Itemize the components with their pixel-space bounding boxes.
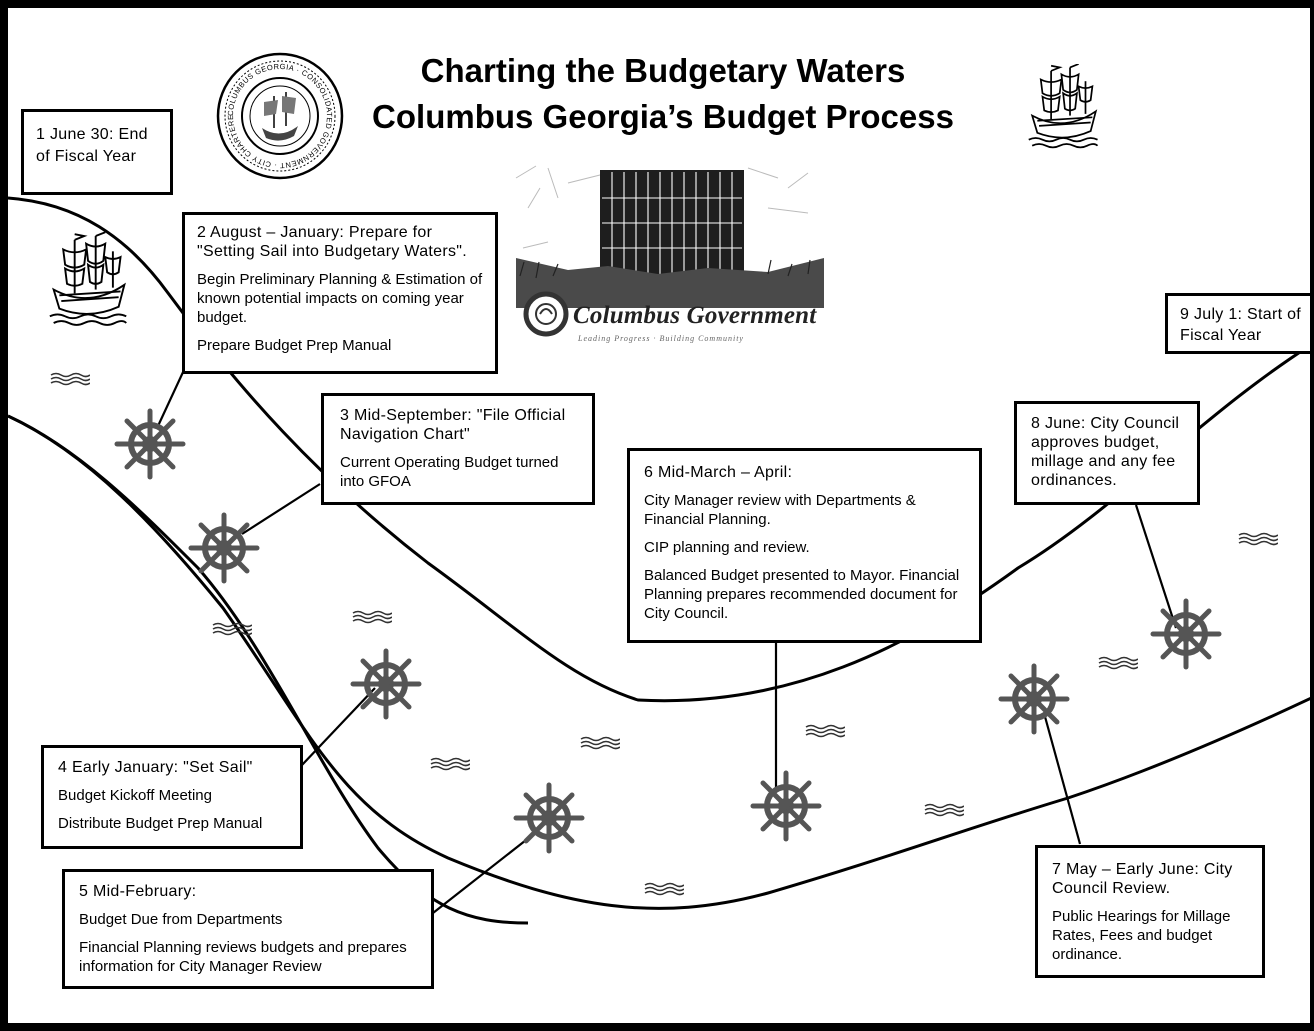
step-1-box: 1 June 30: End of Fiscal Year bbox=[21, 109, 173, 195]
sailing-ship-icon bbox=[1029, 64, 1098, 147]
ship-wheel-icon bbox=[516, 785, 582, 851]
step-6-box: 6 Mid-March – April: City Manager review… bbox=[627, 448, 982, 643]
wave-icon bbox=[51, 374, 90, 385]
government-logo-text: Columbus Government bbox=[573, 302, 816, 330]
connector-1 bbox=[158, 370, 184, 426]
step-5-detail-2: Financial Planning reviews budgets and p… bbox=[79, 938, 417, 976]
step-9-box: 9 July 1: Start of Fiscal Year bbox=[1165, 293, 1314, 354]
wave-icon bbox=[581, 738, 620, 749]
step-2-box: 2 August – January: Prepare for "Setting… bbox=[182, 212, 498, 374]
step-4-heading: 4 Early January: "Set Sail" bbox=[58, 758, 286, 777]
step-2-detail-2: Prepare Budget Prep Manual bbox=[197, 336, 483, 355]
step-5-heading: 5 Mid-February: bbox=[79, 882, 417, 901]
step-3-box: 3 Mid-September: "File Official Navigati… bbox=[321, 393, 595, 505]
wave-icon bbox=[431, 759, 470, 770]
title-line-2: Columbus Georgia’s Budget Process bbox=[353, 98, 973, 136]
wave-icon bbox=[925, 805, 964, 816]
step-7-detail-1: Public Hearings for Millage Rates, Fees … bbox=[1052, 907, 1248, 964]
wave-icon bbox=[1099, 658, 1138, 669]
step-4-box: 4 Early January: "Set Sail" Budget Kicko… bbox=[41, 745, 303, 849]
sailing-ship-icon bbox=[50, 232, 126, 325]
ship-wheel-icon bbox=[1001, 666, 1067, 732]
step-8-heading: 8 June: City Council approves budget, mi… bbox=[1031, 414, 1183, 490]
title-line-1: Charting the Budgetary Waters bbox=[353, 52, 973, 90]
step-6-detail-3: Balanced Budget presented to Mayor. Fina… bbox=[644, 566, 965, 623]
government-logo-tagline: Leading Progress · Building Community bbox=[578, 334, 744, 343]
ship-wheel-icon bbox=[191, 515, 257, 581]
ship-wheel-icon bbox=[1153, 601, 1219, 667]
ship-wheel-icon bbox=[753, 773, 819, 839]
city-seal-icon: COLUMBUS GEORGIA · CONSOLIDATED GOVERNME… bbox=[218, 54, 342, 178]
step-5-box: 5 Mid-February: Budget Due from Departme… bbox=[62, 869, 434, 989]
step-1-heading: 1 June 30: End of Fiscal Year bbox=[36, 124, 158, 168]
step-4-detail-1: Budget Kickoff Meeting bbox=[58, 786, 286, 805]
connector-7 bbox=[1044, 713, 1080, 844]
step-6-detail-1: City Manager review with Departments & F… bbox=[644, 491, 965, 529]
step-8-box: 8 June: City Council approves budget, mi… bbox=[1014, 401, 1200, 505]
connector-4 bbox=[302, 688, 375, 765]
step-2-heading: 2 August – January: Prepare for "Setting… bbox=[197, 223, 483, 261]
wave-icon bbox=[1239, 534, 1278, 545]
step-5-detail-1: Budget Due from Departments bbox=[79, 910, 417, 929]
step-3-heading: 3 Mid-September: "File Official Navigati… bbox=[340, 406, 576, 444]
ship-wheel-icon bbox=[353, 651, 419, 717]
wave-icon bbox=[353, 612, 392, 623]
step-2-detail-1: Begin Preliminary Planning & Estimation … bbox=[197, 270, 483, 327]
step-3-detail-1: Current Operating Budget turned into GFO… bbox=[340, 453, 576, 491]
step-7-heading: 7 May – Early June: City Council Review. bbox=[1052, 860, 1248, 898]
step-6-heading: 6 Mid-March – April: bbox=[644, 463, 965, 482]
step-4-detail-2: Distribute Budget Prep Manual bbox=[58, 814, 286, 833]
wave-icon bbox=[645, 884, 684, 895]
connector-8 bbox=[1136, 505, 1176, 628]
step-9-heading: 9 July 1: Start of Fiscal Year bbox=[1180, 304, 1302, 346]
wave-icon bbox=[806, 726, 845, 737]
step-6-detail-2: CIP planning and review. bbox=[644, 538, 965, 557]
ship-wheel-icon bbox=[117, 411, 183, 477]
step-7-box: 7 May – Early June: City Council Review.… bbox=[1035, 845, 1265, 978]
connector-5 bbox=[433, 833, 535, 913]
connector-3 bbox=[242, 484, 320, 534]
